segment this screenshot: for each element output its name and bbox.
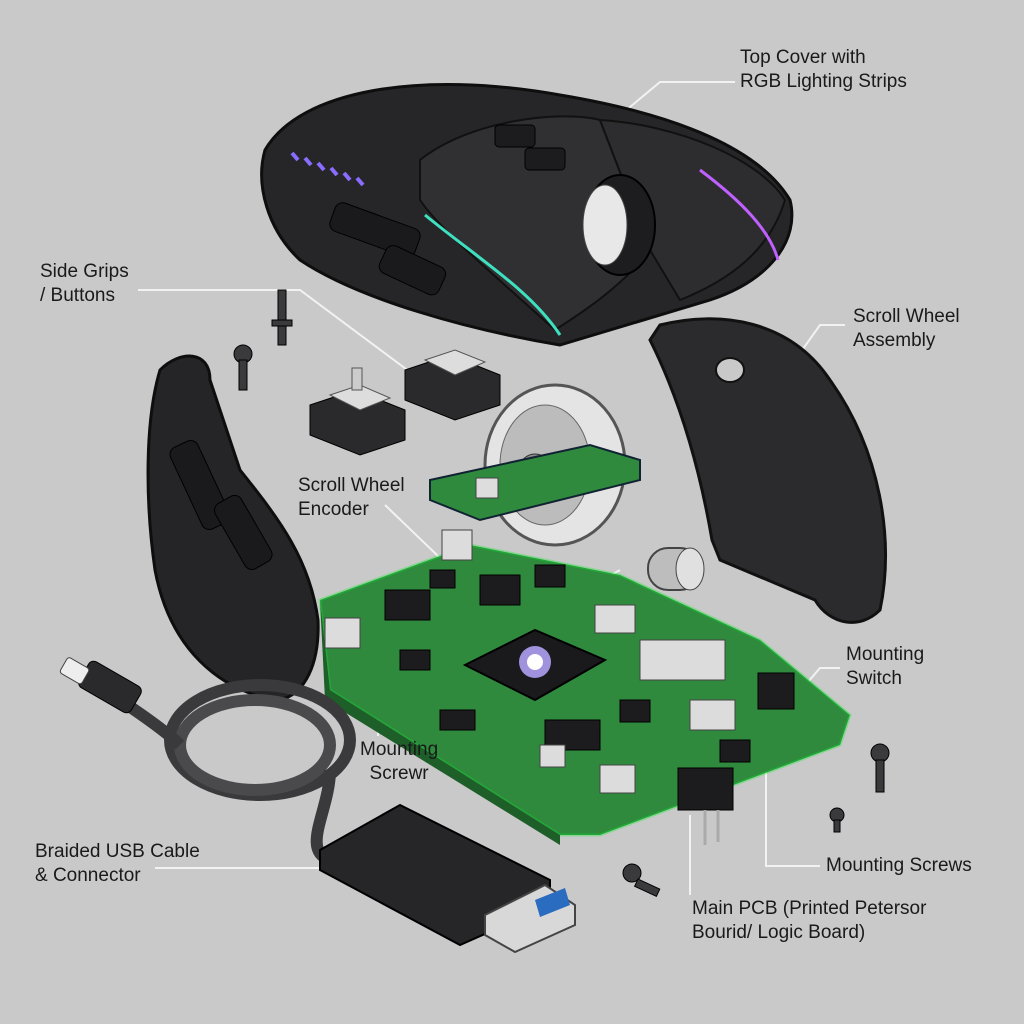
screw-icon	[233, 344, 253, 391]
screw-icon	[271, 289, 293, 346]
dpi-button	[494, 124, 536, 148]
rgb-strip-front	[424, 213, 562, 336]
usb-a-connector-icon	[319, 803, 576, 954]
switch-icon	[309, 367, 406, 456]
side-button-front	[329, 202, 421, 258]
pcb-components	[384, 564, 751, 763]
label-mounting-screwr: Mounting Screwr	[360, 739, 439, 784]
wheel-rim	[582, 184, 628, 266]
left-button	[419, 115, 652, 332]
label-mounting-switch: Mounting Switch	[846, 644, 925, 689]
switch-icons	[309, 349, 501, 456]
screw-icon	[870, 743, 890, 793]
pcb-white-parts	[324, 529, 736, 794]
screw-icons	[233, 289, 890, 898]
switch-icon	[404, 349, 501, 421]
label-main-pcb: Main PCB (Printed Petersor Bourid/ Logic…	[692, 898, 927, 943]
right-button	[598, 118, 787, 302]
screw-icon	[829, 807, 845, 833]
screw-icon	[622, 863, 661, 898]
label-scroll-wheel-assembly: Scroll Wheel Assembly	[853, 306, 960, 351]
shell-hole	[715, 357, 745, 383]
grip-button-lower	[213, 494, 273, 570]
mcu-chip	[462, 628, 608, 702]
battery-icon	[647, 547, 705, 591]
leader-side-grips	[138, 289, 411, 373]
encoder-board	[429, 443, 641, 522]
label-scroll-wheel-encoder: Scroll Wheel Encoder	[298, 475, 405, 520]
label-mounting-screws: Mounting Screws	[826, 855, 972, 876]
label-usb-cable: Braided USB Cable & Connector	[35, 841, 200, 886]
rgb-strip-right	[699, 168, 780, 261]
mounting-switch-icon	[757, 672, 795, 710]
encoder-icon	[475, 477, 499, 499]
dpi-button	[524, 147, 566, 171]
usb-c-plug-icon	[59, 657, 142, 714]
header-connector-icon	[677, 767, 734, 845]
braided-cable	[116, 679, 356, 866]
label-top-cover: Top Cover with RGB Lighting Strips	[740, 47, 907, 92]
side-button-back	[378, 245, 447, 296]
right-shell	[648, 317, 888, 624]
label-side-grips: Side Grips / Buttons	[40, 261, 129, 306]
rgb-strip-left	[290, 151, 365, 187]
pcb-edge	[320, 600, 560, 845]
leader-mounting-screws	[765, 760, 820, 867]
